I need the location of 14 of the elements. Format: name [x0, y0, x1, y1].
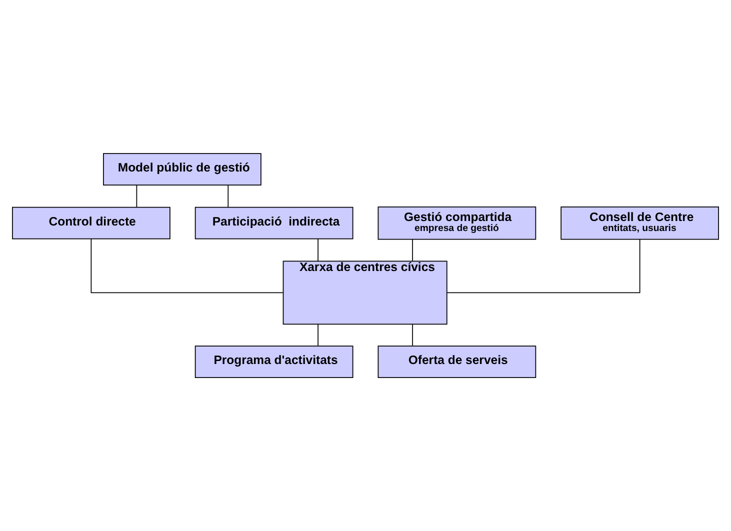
connector [90, 238, 284, 294]
connector [412, 239, 413, 262]
node-box: Programa d'activitats [194, 346, 354, 378]
node-box: Xarxa de centres cívics [282, 260, 448, 325]
connector [136, 184, 138, 208]
node-box: Model públic de gestió [103, 153, 262, 186]
node-box: Consell de Centre entitats, usuaris [560, 206, 719, 240]
node-box: Gestió compartida empresa de gestió [378, 206, 536, 240]
node-box: Participació indirecta [194, 206, 354, 240]
node-box: Oferta de serveis [378, 346, 536, 378]
connector [412, 324, 413, 346]
connector [446, 239, 640, 294]
node-box: Control directe [12, 206, 170, 240]
connector [228, 184, 229, 208]
